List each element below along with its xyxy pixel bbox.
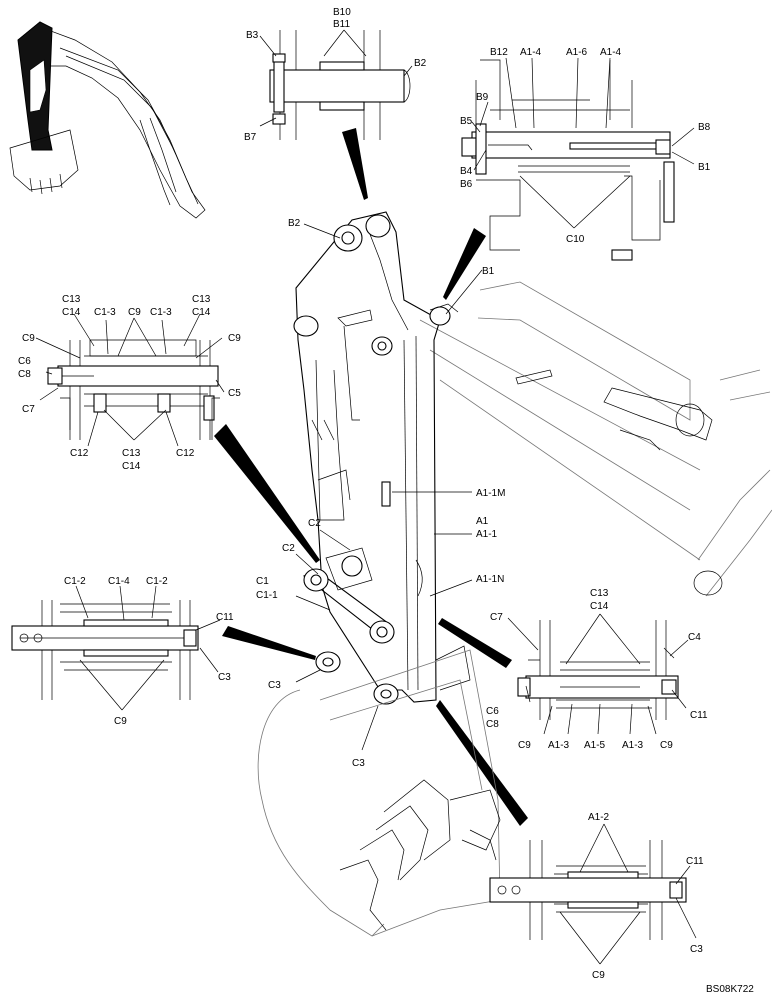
label-c14-right: C14 bbox=[192, 307, 211, 318]
label-c3-main-left: C3 bbox=[268, 680, 281, 691]
label-b1-main: B1 bbox=[482, 266, 495, 277]
label-c14-rd: C14 bbox=[590, 601, 609, 612]
pointer-wedges bbox=[214, 128, 528, 826]
label-b8: B8 bbox=[698, 122, 711, 133]
label-c1-3-right: C1-3 bbox=[150, 307, 172, 318]
label-c11-right: C11 bbox=[690, 710, 708, 721]
label-a1-1m: A1-1M bbox=[476, 488, 505, 499]
background-cylinder bbox=[419, 281, 772, 597]
label-a1: A1 bbox=[476, 516, 489, 527]
label-c9-bottom: C9 bbox=[592, 970, 605, 981]
callout-labels: B10 B11 B3 B2 B7 B12 A1-4 A1-6 A1-4 B9 B… bbox=[18, 7, 754, 995]
label-a1-5: A1-5 bbox=[584, 740, 606, 751]
label-c8-right: C8 bbox=[486, 719, 499, 730]
label-b3: B3 bbox=[246, 30, 259, 41]
label-c7-left: C7 bbox=[22, 404, 35, 415]
label-a1-2: A1-2 bbox=[588, 812, 610, 823]
label-a1-1n: A1-1N bbox=[476, 574, 504, 585]
label-c12-right: C12 bbox=[176, 448, 195, 459]
label-c2-lower: C2 bbox=[282, 543, 295, 554]
label-a1-4-left: A1-4 bbox=[520, 47, 542, 58]
machine-thumbnail bbox=[9, 21, 206, 219]
label-c11-bottom: C11 bbox=[686, 856, 704, 867]
label-c9-left: C9 bbox=[22, 333, 35, 344]
label-b5: B5 bbox=[460, 116, 473, 127]
label-c10: C10 bbox=[566, 234, 585, 245]
label-c13-right: C13 bbox=[192, 294, 211, 305]
label-c9-rd-right: C9 bbox=[660, 740, 673, 751]
label-c5: C5 bbox=[228, 388, 241, 399]
main-arm bbox=[293, 211, 471, 705]
label-b1-top: B1 bbox=[698, 162, 711, 173]
label-a1-4-right: A1-4 bbox=[600, 47, 622, 58]
label-c1: C1 bbox=[256, 576, 269, 587]
label-c13-rd: C13 bbox=[590, 588, 609, 599]
label-c6: C6 bbox=[18, 356, 31, 367]
leader-lines bbox=[35, 29, 697, 965]
detail-a1-2-section bbox=[489, 840, 687, 940]
label-b2-top: B2 bbox=[414, 58, 427, 69]
label-b11: B11 bbox=[333, 19, 350, 30]
label-c1-3-left: C1-3 bbox=[94, 307, 116, 318]
label-c13-bottom: C13 bbox=[122, 448, 141, 459]
label-c7-right: C7 bbox=[490, 612, 503, 623]
label-b10: B10 bbox=[333, 7, 351, 18]
detail-b-section bbox=[461, 59, 675, 261]
label-a1-3-left: A1-3 bbox=[548, 740, 570, 751]
detail-a1-section bbox=[517, 620, 679, 720]
label-c1-2-left: C1-2 bbox=[64, 576, 86, 587]
label-c9-rd-left: C9 bbox=[518, 740, 531, 751]
detail-c-upper bbox=[47, 339, 220, 440]
label-a1-6: A1-6 bbox=[566, 47, 588, 58]
label-b7: B7 bbox=[244, 132, 257, 143]
label-c14-bottom: C14 bbox=[122, 461, 141, 472]
label-c14-left: C14 bbox=[62, 307, 81, 318]
label-c13-left: C13 bbox=[62, 294, 81, 305]
detail-b2-pin bbox=[269, 30, 411, 140]
label-b6: B6 bbox=[460, 179, 473, 190]
label-c12-left: C12 bbox=[70, 448, 89, 459]
label-b4: B4 bbox=[460, 166, 473, 177]
label-c4: C4 bbox=[688, 632, 701, 643]
label-c2-upper: C2 bbox=[308, 518, 321, 529]
label-a1-1: A1-1 bbox=[476, 529, 498, 540]
label-c8: C8 bbox=[18, 369, 31, 380]
label-c3-left: C3 bbox=[218, 672, 231, 683]
label-c11-left: C11 bbox=[216, 612, 234, 623]
figure-code: BS08K722 bbox=[706, 984, 754, 995]
label-c1-4: C1-4 bbox=[108, 576, 130, 587]
detail-c-lower bbox=[11, 600, 199, 700]
label-a1-3-right: A1-3 bbox=[622, 740, 644, 751]
label-c1-2-right: C1-2 bbox=[146, 576, 168, 587]
label-b2-main: B2 bbox=[288, 218, 301, 229]
label-c9-left-bottom: C9 bbox=[114, 716, 127, 727]
label-c3-bottom: C3 bbox=[690, 944, 703, 955]
label-c3-main-bottom: C3 bbox=[352, 758, 365, 769]
label-c6-right: C6 bbox=[486, 706, 499, 717]
label-c9-top: C9 bbox=[128, 307, 141, 318]
bucket bbox=[257, 649, 501, 937]
label-c1-1: C1-1 bbox=[256, 590, 278, 601]
label-b12: B12 bbox=[490, 47, 508, 58]
label-c9-right: C9 bbox=[228, 333, 241, 344]
label-b9: B9 bbox=[476, 92, 489, 103]
